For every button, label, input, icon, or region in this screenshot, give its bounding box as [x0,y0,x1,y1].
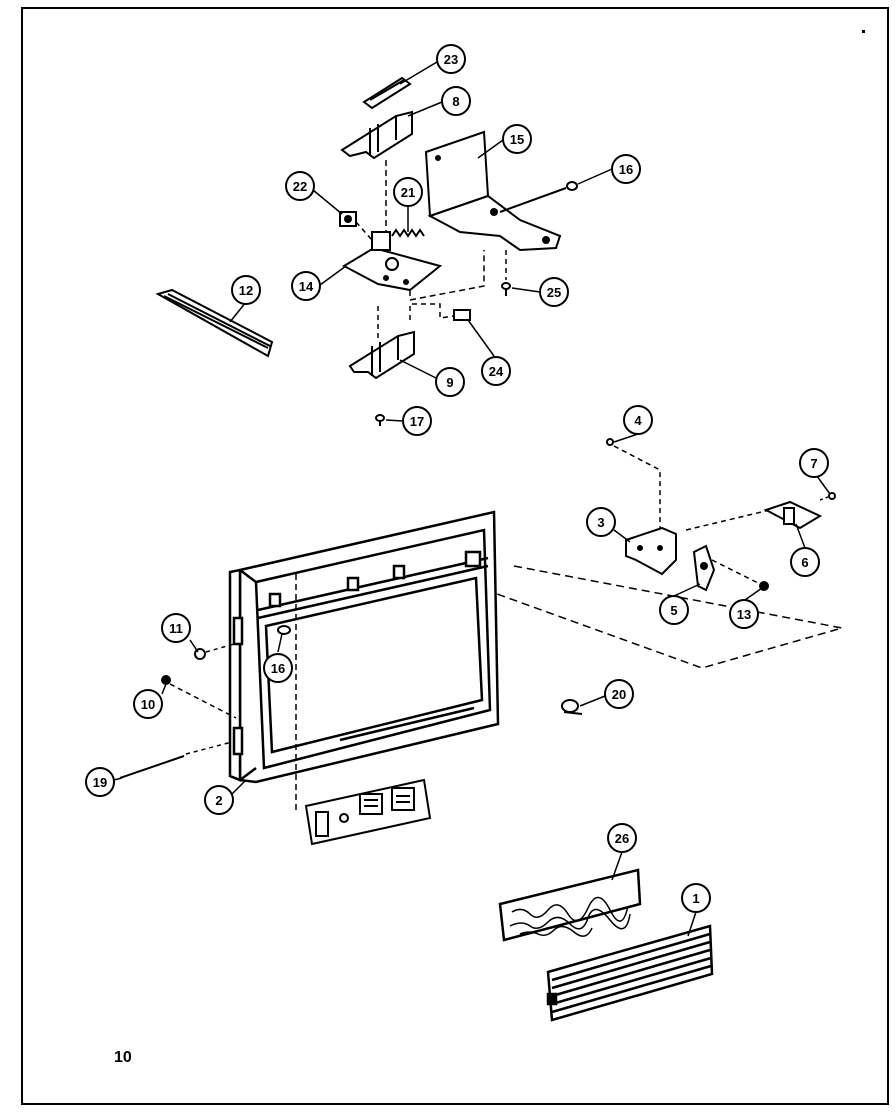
callout-25: 25 [539,277,569,307]
callout-8: 8 [441,86,471,116]
svg-text:16: 16 [271,661,285,676]
part-15-mounting-plate [424,130,562,252]
part-22-clip [339,211,357,227]
svg-text:12: 12 [239,283,253,298]
part-26-filter-panel [498,868,642,942]
svg-text:21: 21 [401,185,415,200]
svg-text:11: 11 [169,621,183,636]
svg-text:13: 13 [737,607,751,622]
callout-1: 1 [681,883,711,913]
callout-6: 6 [790,547,820,577]
svg-text:8: 8 [452,94,459,109]
part-1-grille [546,924,714,1022]
page-number: 10 [114,1049,132,1066]
callout-17: 17 [402,406,432,436]
callout-19: 19 [85,767,115,797]
callout-7: 7 [799,448,829,478]
svg-text:22: 22 [293,179,307,194]
part-16-long-screw [499,181,578,213]
part-8-channel-bracket [340,110,413,160]
part-6-hinge-bracket [763,500,823,530]
part-25-screw [501,282,511,296]
callout-12: 12 [231,275,261,305]
svg-text:6: 6 [801,555,808,570]
callout-11: 11 [161,613,191,643]
callout-14: 14 [291,271,321,301]
callout-21: 21 [393,177,423,207]
svg-text:9: 9 [446,375,453,390]
part-7-screw [828,492,836,500]
callout-22: 22 [285,171,315,201]
assembly-dashed-outline [485,565,843,669]
svg-text:16: 16 [619,162,633,177]
svg-text:24: 24 [489,364,504,379]
part-3-hinge-bracket [625,526,677,576]
part-23-bracket [362,76,412,110]
part-16-screw-inner [277,625,291,635]
leader-dashed [819,496,829,501]
control-panel-assembly [304,778,432,846]
svg-text:1: 1 [692,891,699,906]
part-14-base-plate [341,231,443,292]
callout-16-lower: 16 [263,653,293,683]
svg-text:10: 10 [141,697,155,712]
leader-dashed [169,683,237,719]
callout-5: 5 [659,595,689,625]
part-21-spring [391,228,425,238]
callout-24: 24 [481,356,511,386]
svg-text:19: 19 [93,775,107,790]
callout-4: 4 [623,405,653,435]
callout-10: 10 [133,689,163,719]
svg-text:14: 14 [299,279,314,294]
callout-16: 16 [611,154,641,184]
part-20-wire-clip [561,699,583,715]
svg-text:23: 23 [444,52,458,67]
page-border [21,7,889,1105]
svg-text:7: 7 [810,456,817,471]
callout-23: 23 [436,44,466,74]
leader-dashed [409,303,455,320]
leader-dashed [205,643,235,653]
svg-text:2: 2 [215,793,222,808]
part-4-screw [606,438,614,446]
part-2-door-frame [228,510,500,784]
leader-dashed [409,250,485,301]
callout-13: 13 [729,599,759,629]
part-19-screw [119,755,185,779]
callout-leaders [113,61,831,937]
svg-text:26: 26 [615,831,629,846]
leader-dashed [355,221,373,241]
callout-9: 9 [435,367,465,397]
svg-text:5: 5 [670,603,677,618]
callout-26: 26 [607,823,637,853]
part-12-trim-strip [155,288,274,358]
part-24-connector [453,309,471,321]
svg-text:4: 4 [634,413,642,428]
leader-dashed [613,445,661,530]
part-9-channel-bracket [348,330,415,380]
svg-text:25: 25 [547,285,561,300]
callout-3: 3 [586,507,616,537]
part-17-screw [375,414,385,426]
corner-registration-mark [862,30,865,33]
svg-text:15: 15 [510,132,524,147]
callout-15: 15 [502,124,532,154]
svg-text:3: 3 [597,515,604,530]
callout-20: 20 [604,679,634,709]
callout-2: 2 [204,785,234,815]
part-5-hinge [692,544,716,592]
svg-text:17: 17 [410,414,424,429]
svg-text:20: 20 [612,687,626,702]
